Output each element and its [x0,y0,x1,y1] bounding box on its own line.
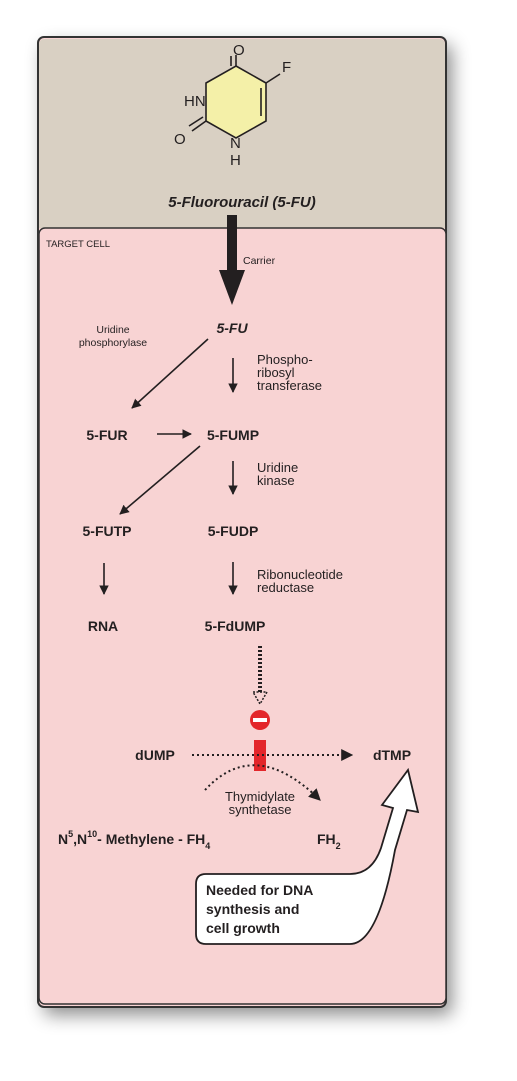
enzyme-uridine-kinase: Uridine kinase [257,460,298,488]
enzyme-thymidylate-synthetase: Thymidylate synthetase [225,789,295,817]
atom-n: N [230,135,241,152]
node-dtmp: dTMP [373,747,411,763]
enzyme-line: phosphorylase [79,337,147,349]
target-cell-label: TARGET CELL [46,239,110,250]
inhibitor-icon [250,710,270,730]
node-5fump: 5-FUMP [207,427,259,443]
arrow-fu-to-fur [131,338,209,409]
enzyme-line: Phospho- [257,352,313,367]
arrow-methylene-to-fh2 [204,764,321,801]
enzyme-line: Ribonucleotide [257,567,343,582]
enzyme-line: transferase [257,378,322,393]
methylene-label: N5,N10- Methylene - FH4 [58,829,210,851]
arrow-fdump-inhibits [251,646,269,706]
carrier-arrow [219,215,245,305]
enzyme-line: Thymidylate [225,789,295,804]
callout-line: cell growth [206,920,280,936]
carrier-label: Carrier [243,255,276,267]
node-5fdump: 5-FdUMP [205,618,266,634]
node-rna: RNA [88,618,118,634]
enzyme-ribonucleotide-reductase: Ribonucleotide reductase [257,567,343,595]
node-dump: dUMP [135,747,175,763]
node-5fudp: 5-FUDP [208,523,259,539]
inhibition-block [254,740,266,771]
node-5fur: 5-FUR [86,427,127,443]
node-5fu: 5-FU [216,320,248,336]
target-cell [38,227,447,1005]
enzyme-line: reductase [257,580,314,595]
node-fh2: FH2 [317,831,341,851]
callout-line: synthesis and [206,901,299,917]
node-5futp: 5-FUTP [83,523,132,539]
enzyme-phosphoribosyl-transferase: Phospho- ribosyl transferase [257,352,322,393]
atom-h: H [230,152,241,169]
callout: Needed for DNA synthesis and cell growth [195,767,420,945]
atom-o-top: O [233,42,245,59]
enzyme-line: synthetase [229,802,292,817]
callout-line: Needed for DNA [206,882,313,898]
enzyme-uridine-phosphorylase: Uridine phosphorylase [79,324,147,349]
callout-arrow [195,767,420,945]
enzyme-line: Uridine [257,460,298,475]
enzyme-line: kinase [257,473,295,488]
atom-o-left: O [174,131,186,148]
arrow-fump-to-futp [119,445,201,515]
atom-hn: HN [184,93,206,110]
atom-f: F [282,59,291,76]
enzyme-line: Uridine [96,324,129,336]
compound-name: 5-Fluorouracil (5-FU) [168,194,316,211]
fluorouracil-structure: O F HN O N H [174,42,291,169]
enzyme-line: ribosyl [257,365,295,380]
